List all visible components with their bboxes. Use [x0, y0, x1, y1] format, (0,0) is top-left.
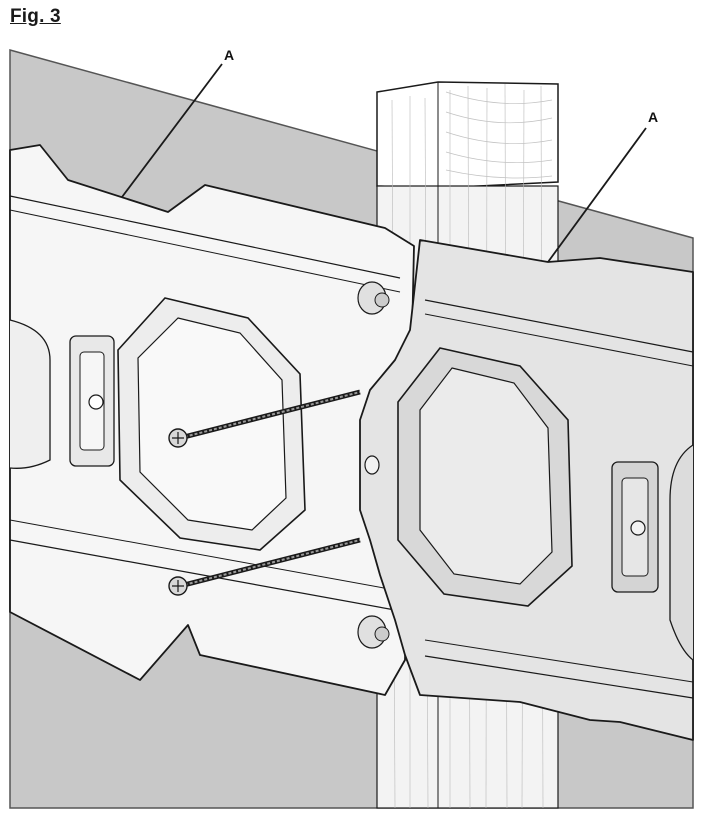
left-rail — [9, 144, 415, 696]
screw-lower — [168, 537, 361, 596]
callout-leader-left — [121, 63, 223, 198]
screw-upper — [168, 389, 361, 448]
callout-label-left: A — [224, 47, 234, 63]
right-rail — [359, 239, 694, 741]
callout-leader-right — [547, 127, 647, 263]
figure-title: Fig. 3 — [10, 6, 61, 27]
callout-label-right: A — [648, 109, 658, 125]
